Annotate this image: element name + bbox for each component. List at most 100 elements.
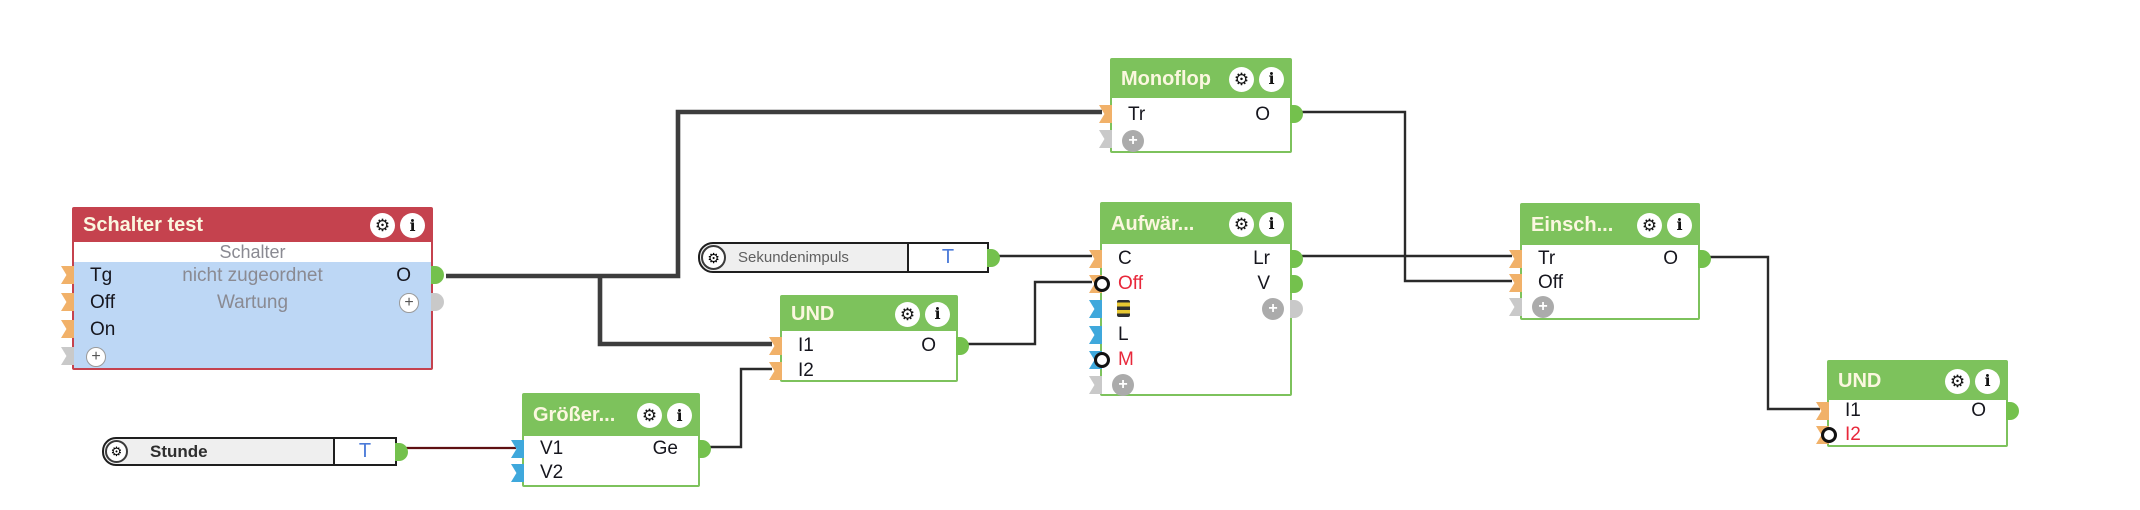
info-icon[interactable]: i	[1667, 212, 1692, 238]
add-input-button[interactable]: +	[1122, 130, 1144, 152]
add-output-button[interactable]: +	[1262, 298, 1284, 320]
header-icons: ⚙ i	[637, 403, 692, 428]
input-connector-add[interactable]	[1099, 130, 1112, 148]
block-header: Aufwär... ⚙ i	[1102, 204, 1290, 244]
input-connector-on[interactable]	[61, 320, 74, 338]
block-title: UND	[1838, 369, 1882, 392]
function-block-und-1[interactable]: UND ⚙ i I1 O I2	[769, 295, 969, 382]
block-title: Schalter test	[83, 214, 204, 236]
input-connector-i1[interactable]	[769, 337, 782, 355]
function-block-aufwaermen[interactable]: Aufwär... ⚙ i C Lr Off V + L M +	[1089, 202, 1303, 396]
input-connector-l[interactable]	[1089, 326, 1102, 344]
input-node-stunde[interactable]: ⚙ Stunde T	[102, 437, 408, 466]
output-label-o: O	[921, 335, 936, 356]
settings-gear-icon[interactable]: ⚙	[1229, 211, 1254, 237]
settings-gear-icon[interactable]: ⚙	[1945, 368, 1970, 394]
function-block-einsch[interactable]: Einsch... ⚙ i Tr O Off +	[1509, 203, 1711, 320]
add-input-button[interactable]: +	[1112, 374, 1134, 396]
negation-ring-m[interactable]	[1094, 352, 1110, 368]
input-connector-off[interactable]	[1509, 274, 1522, 292]
input-label-c: C	[1118, 248, 1132, 269]
output-connector-add[interactable]	[431, 293, 444, 311]
input-label-i2: I2	[1845, 424, 1861, 445]
wire-schalter-o-to-monoflop-tr[interactable]	[446, 109, 1102, 279]
info-icon[interactable]: i	[1975, 368, 2000, 394]
info-icon[interactable]: i	[1259, 211, 1284, 237]
wire-schalter-o-to-und1-i1[interactable]	[597, 276, 772, 347]
input-connector-c[interactable]	[1089, 250, 1102, 268]
block-header: Größer... ⚙ i	[524, 395, 698, 436]
settings-gear-icon[interactable]: ⚙	[637, 403, 662, 428]
input-connector-i2[interactable]	[769, 362, 782, 380]
output-connector-add[interactable]	[1290, 300, 1303, 318]
info-icon[interactable]: i	[667, 403, 692, 428]
output-connector-lr[interactable]	[1290, 250, 1303, 268]
block-header: UND ⚙ i	[782, 297, 956, 331]
add-input-button[interactable]: +	[86, 347, 106, 367]
input-node-sekundenimpuls[interactable]: ⚙ Sekundenimpuls T	[698, 242, 1000, 273]
settings-gear-icon[interactable]: ⚙	[895, 301, 920, 327]
input-label-m: M	[1118, 349, 1134, 370]
input-connector-off[interactable]	[61, 293, 74, 311]
output-label-o: O	[1255, 104, 1270, 125]
output-connector-o[interactable]	[2006, 402, 2019, 420]
function-block-schalter-test[interactable]: Schalter test ⚙ i Schalter Tg nicht zuge…	[61, 207, 444, 370]
add-input-button[interactable]: +	[1532, 296, 1554, 318]
info-icon[interactable]: i	[1259, 66, 1284, 92]
input-connector-tg[interactable]	[61, 266, 74, 284]
header-icons: ⚙ i	[1229, 211, 1284, 237]
wire-und1-o-to-aufwaerm-off[interactable]	[964, 280, 1092, 346]
output-label-lr: Lr	[1253, 248, 1270, 269]
settings-gear-icon[interactable]: ⚙	[370, 213, 395, 238]
input-connector-add[interactable]	[1509, 298, 1522, 316]
input-connector-v2[interactable]	[511, 464, 524, 482]
input-connector-tr[interactable]	[1099, 105, 1112, 123]
output-connector-o[interactable]	[1698, 250, 1711, 268]
input-type-badge: T	[333, 439, 395, 464]
negation-ring-off[interactable]	[1094, 276, 1110, 292]
function-block-groesser[interactable]: Größer... ⚙ i V1 Ge V2	[511, 393, 711, 487]
input-connector-add[interactable]	[1089, 376, 1102, 394]
block-subtitle: Schalter	[74, 242, 431, 262]
input-connector-v1[interactable]	[511, 440, 524, 458]
settings-gear-icon[interactable]: ⚙	[1229, 66, 1254, 92]
info-icon[interactable]: i	[925, 301, 950, 327]
gear-icon[interactable]: ⚙	[105, 440, 128, 463]
block-header: UND ⚙ i	[1829, 362, 2006, 400]
input-connector-i1[interactable]	[1816, 402, 1829, 420]
block-title: Einsch...	[1531, 213, 1614, 236]
info-icon[interactable]: i	[400, 213, 425, 238]
output-connector-ge[interactable]	[698, 440, 711, 458]
negation-ring-i2[interactable]	[1821, 427, 1837, 443]
output-connector-o[interactable]	[431, 266, 444, 284]
function-block-und-2[interactable]: UND ⚙ i I1 O I2	[1816, 360, 2019, 447]
output-label-v: V	[1257, 273, 1270, 294]
settings-gear-icon[interactable]: ⚙	[1637, 212, 1662, 238]
input-connector-remanence[interactable]	[1089, 300, 1102, 318]
output-connector[interactable]	[395, 443, 408, 461]
output-connector[interactable]	[987, 249, 1000, 267]
wire-einsch-o-to-und2-i1[interactable]	[1706, 255, 1820, 411]
input-connector-add[interactable]	[61, 347, 74, 365]
header-icons: ⚙ i	[895, 301, 950, 327]
function-block-monoflop[interactable]: Monoflop ⚙ i Tr O +	[1099, 58, 1303, 153]
output-connector-o[interactable]	[956, 337, 969, 355]
header-icons: ⚙ i	[1945, 368, 2000, 394]
input-label-i2: I2	[798, 360, 814, 381]
block-header: Monoflop ⚙ i	[1112, 60, 1290, 98]
assignment-text: nicht zugeordnet	[182, 265, 323, 286]
output-connector-v[interactable]	[1290, 275, 1303, 293]
input-label-tg: Tg	[90, 265, 113, 286]
input-connector-tr[interactable]	[1509, 250, 1522, 268]
gear-icon[interactable]: ⚙	[701, 245, 726, 270]
wire-monoflop-o-to-einsch-off[interactable]	[1300, 110, 1512, 283]
wire-groesser-ge-to-und1-i2[interactable]	[708, 367, 772, 449]
header-icons: ⚙ i	[1229, 66, 1284, 92]
add-output-button[interactable]: +	[399, 293, 419, 313]
input-type-badge: T	[907, 244, 987, 271]
input-label-i1: I1	[1845, 400, 1861, 421]
output-label-o: O	[396, 265, 411, 286]
output-connector-o[interactable]	[1290, 105, 1303, 123]
